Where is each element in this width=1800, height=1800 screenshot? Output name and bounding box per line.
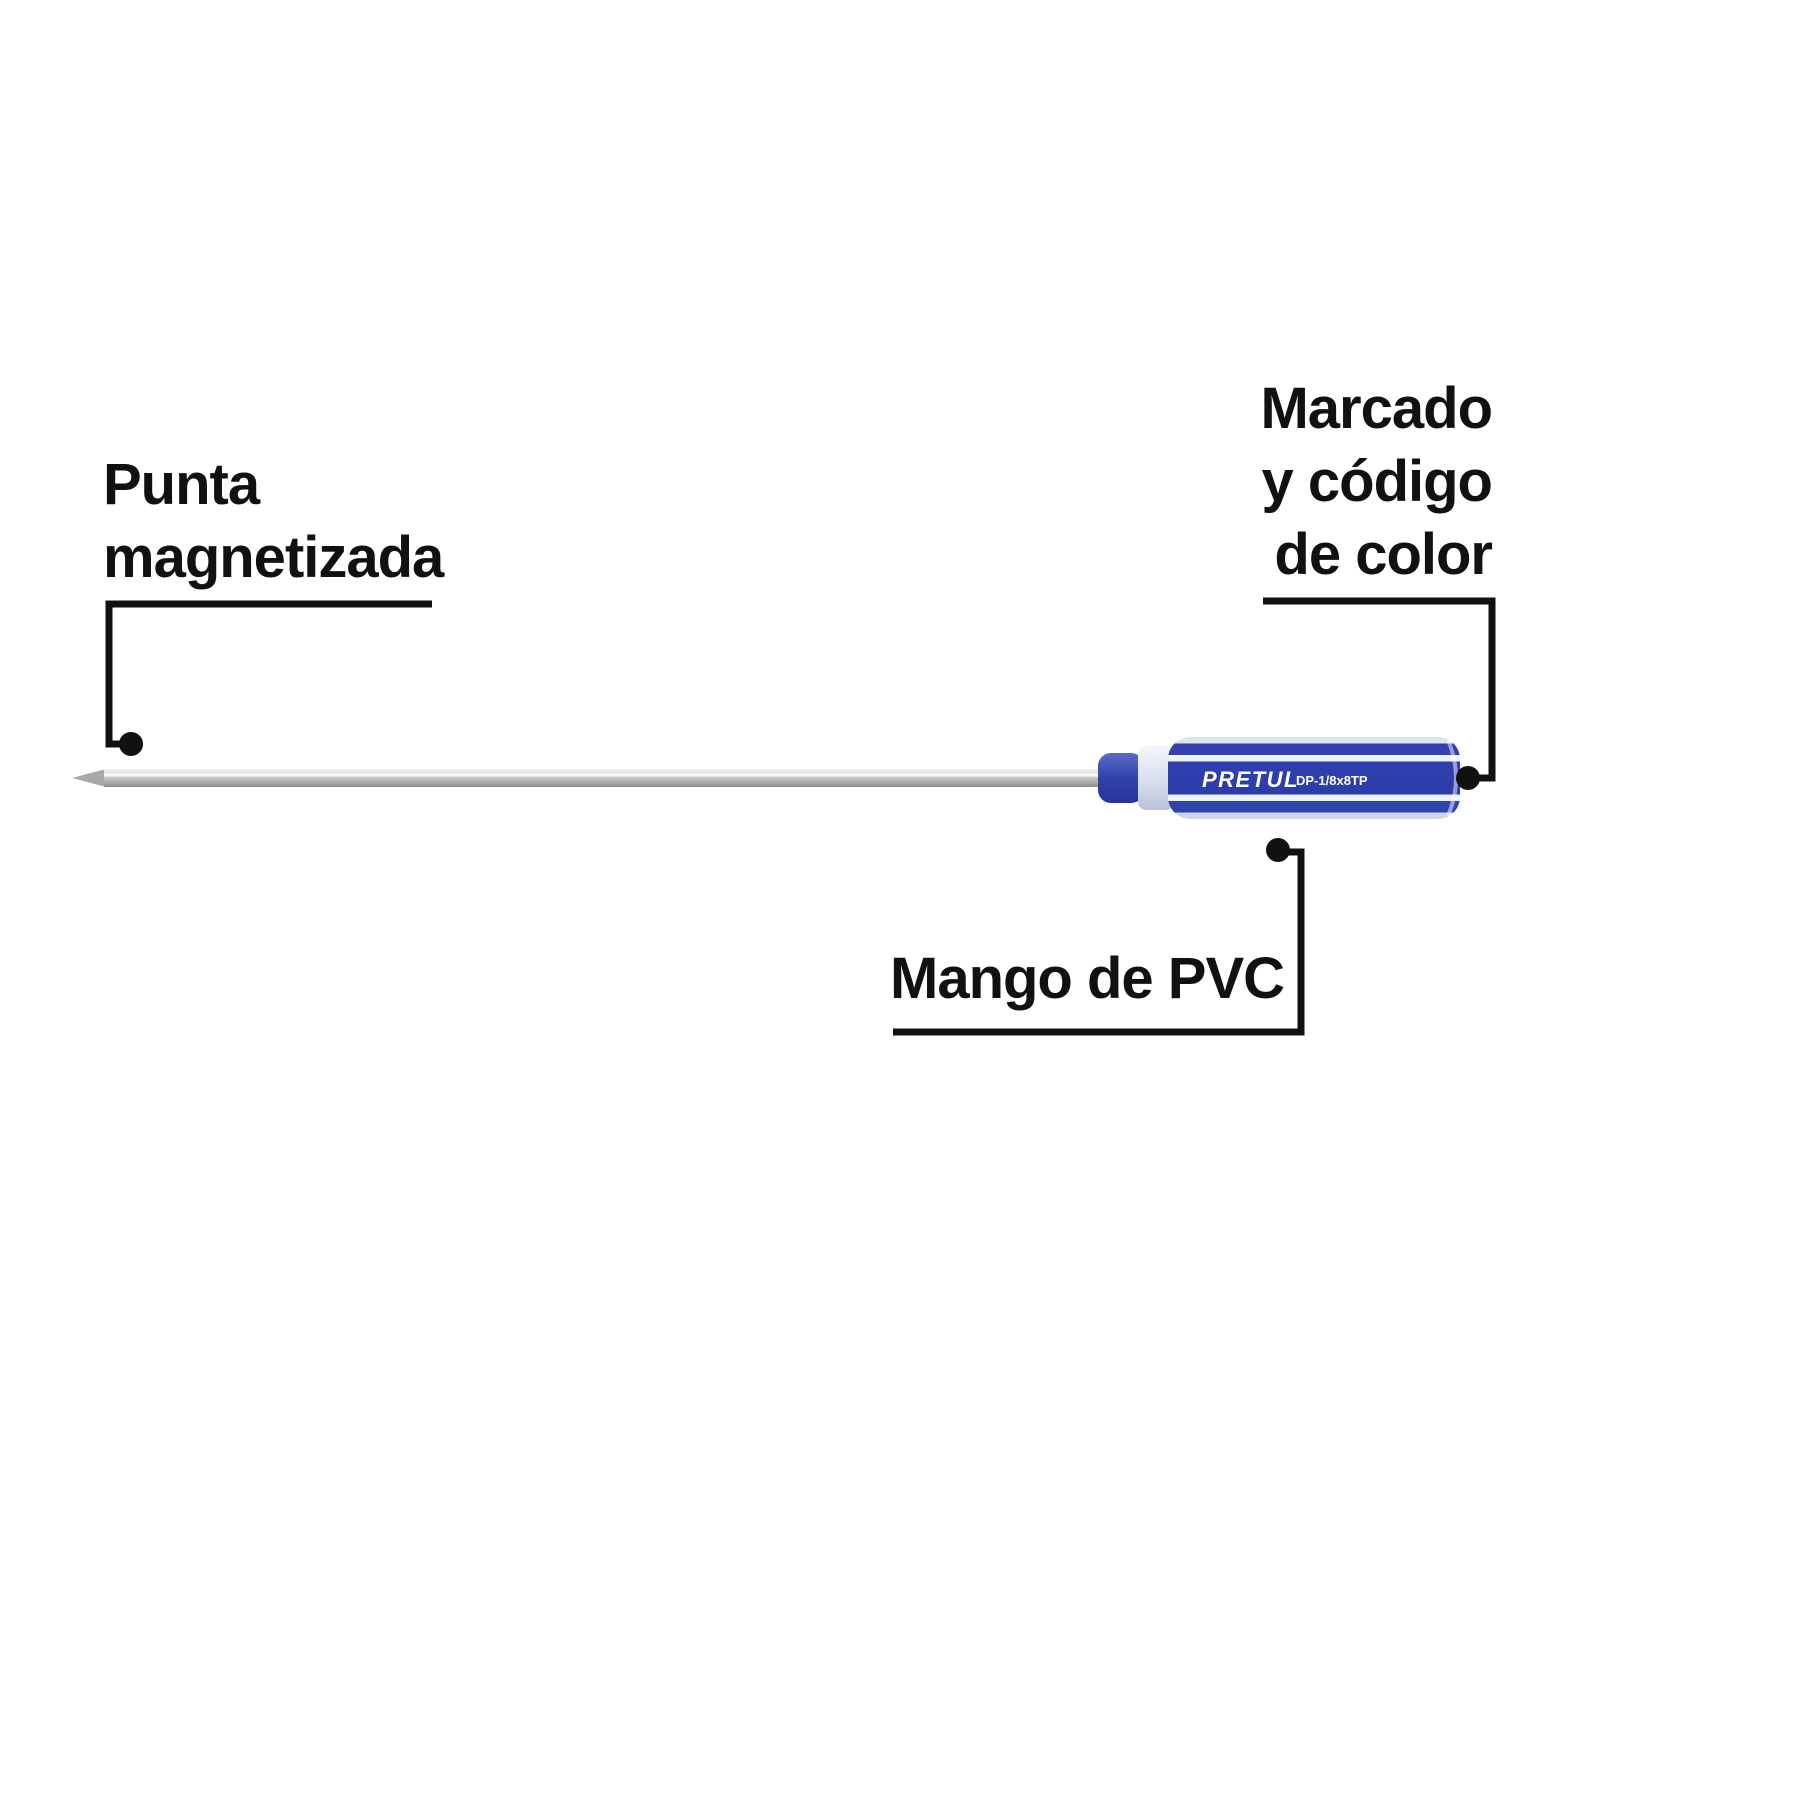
handle-body: [1168, 737, 1460, 819]
label-handle-line1: Mango de PVC: [890, 946, 1285, 1011]
callout-dot-tip: [119, 732, 143, 756]
handle-collar: [1098, 753, 1144, 803]
callout-line-marking: [1263, 597, 1496, 782]
label-pvc-handle: Mango de PVC: [890, 942, 1285, 1015]
label-marking-line3: de color: [1274, 522, 1493, 587]
callout-dot-handle: [1266, 838, 1290, 862]
callout-dot-marking: [1456, 766, 1480, 790]
callout-line-tip: [105, 600, 432, 748]
label-marking-line2: y código: [1261, 449, 1493, 514]
label-marking-line1: Marcado: [1260, 376, 1493, 441]
label-tip-line1: Punta: [103, 452, 260, 517]
model-text: DP-1/8x8TP: [1296, 773, 1368, 788]
handle-clear-section: [1138, 746, 1174, 810]
label-tip-line2: magnetizada: [103, 525, 444, 590]
screwdriver-shaft: [104, 769, 1179, 787]
label-marking-color-code: Marcado y código de color: [1260, 372, 1493, 591]
brand-text: PRETUL: [1202, 767, 1299, 792]
screwdriver-tip: [72, 769, 106, 787]
handle-end-shade: [1446, 739, 1458, 817]
label-tip-magnetized: Punta magnetizada: [103, 448, 444, 594]
callout-line-handle: [893, 848, 1305, 1036]
